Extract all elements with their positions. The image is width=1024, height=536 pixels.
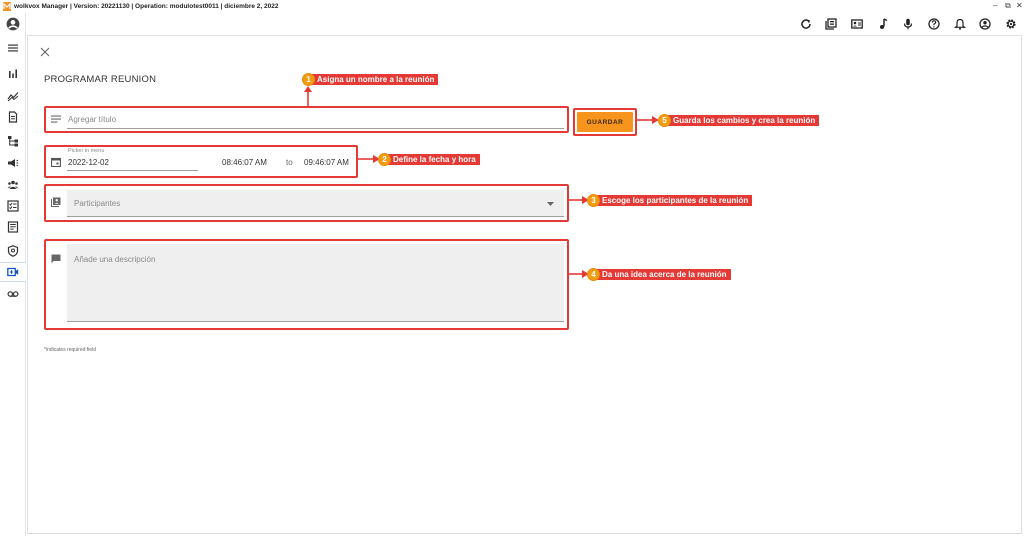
checklist-icon[interactable]	[6, 199, 20, 213]
user-avatar-icon[interactable]	[6, 17, 20, 31]
callout-5: 5 Guarda los cambios y crea la reunión	[658, 114, 820, 127]
microphone-icon[interactable]	[901, 17, 915, 31]
close-window-button[interactable]: ✕	[1016, 1, 1023, 10]
picker-label: Picker in menu	[68, 148, 105, 154]
callout-5-number: 5	[658, 114, 671, 127]
contacts-book-icon	[51, 197, 61, 207]
title-bar: wolkvox Manager | Version: 20221130 | Op…	[0, 0, 1024, 13]
description-placeholder: Añade una descripción	[74, 255, 156, 264]
app-logo-icon	[3, 2, 11, 11]
calendar-icon[interactable]	[51, 157, 61, 167]
settings-icon[interactable]	[1004, 17, 1018, 31]
callout-arrow-1	[304, 86, 312, 108]
bar-chart-icon[interactable]	[6, 67, 20, 81]
participants-select[interactable]	[67, 190, 564, 217]
page-title: PROGRAMAR REUNION	[44, 74, 157, 85]
annotation-box-title	[44, 106, 569, 133]
help-icon[interactable]	[927, 17, 941, 31]
library-icon[interactable]	[824, 17, 838, 31]
refresh-icon[interactable]	[799, 17, 813, 31]
date-input[interactable]: 2022-12-02	[68, 158, 109, 167]
annotation-box-participants	[44, 184, 569, 222]
music-note-icon[interactable]	[876, 17, 890, 31]
date-input-underline	[67, 170, 198, 171]
save-button[interactable]: GUARDAR	[577, 112, 633, 132]
description-underline	[67, 321, 564, 322]
shield-icon[interactable]	[6, 244, 20, 258]
bell-icon[interactable]	[953, 17, 967, 31]
hierarchy-icon[interactable]	[6, 134, 20, 148]
video-call-icon[interactable]	[6, 265, 20, 279]
callout-arrow-5	[637, 116, 659, 124]
callout-2-label: Define la fecha y hora	[387, 154, 480, 165]
report-icon[interactable]	[6, 220, 20, 234]
callout-2-number: 2	[378, 153, 391, 166]
callout-1: 1 Asigna un nombre a la reunión	[302, 73, 439, 86]
subject-lines-icon	[51, 115, 61, 123]
close-icon[interactable]	[39, 46, 51, 58]
chevron-down-icon[interactable]	[547, 202, 554, 206]
callout-3: 3 Escoge los participantes de la reunión	[587, 194, 753, 207]
callout-arrow-4	[569, 270, 589, 278]
menu-icon[interactable]	[6, 41, 20, 55]
title-input-underline	[67, 128, 564, 129]
group-icon[interactable]	[6, 178, 20, 192]
comment-icon	[51, 254, 61, 264]
callout-1-label: Asigna un nombre a la reunión	[311, 74, 439, 85]
time-to-input[interactable]: 09:46:07 AM	[304, 158, 349, 167]
required-note: *indicates required field	[44, 347, 96, 353]
callout-3-number: 3	[587, 194, 600, 207]
title-input[interactable]: Agregar título	[68, 115, 117, 124]
callout-1-number: 1	[302, 73, 315, 86]
annotation-box-description	[44, 239, 569, 330]
annotation-box-save	[573, 108, 637, 136]
annotation-box-datetime	[44, 145, 358, 178]
callout-arrow-3	[569, 196, 589, 204]
to-label: to	[286, 158, 293, 167]
document-icon[interactable]	[6, 110, 20, 124]
trend-icon[interactable]	[6, 89, 20, 103]
callout-4-number: 4	[587, 268, 600, 281]
campaign-icon[interactable]	[6, 156, 20, 170]
description-textarea[interactable]	[67, 244, 564, 322]
top-toolbar	[0, 13, 1024, 35]
callout-2: 2 Define la fecha y hora	[378, 153, 480, 166]
voicemail-icon[interactable]	[6, 287, 20, 301]
account-icon[interactable]	[978, 17, 992, 31]
restore-button[interactable]: ⧉	[1005, 1, 1011, 10]
callout-5-label: Guarda los cambios y crea la reunión	[667, 115, 820, 126]
callout-4-label: Da una idea acerca de la reunión	[596, 269, 731, 280]
contact-card-icon[interactable]	[850, 17, 864, 31]
window-title: wolkvox Manager | Version: 20221130 | Op…	[14, 3, 279, 10]
time-from-input[interactable]: 08:46:07 AM	[222, 158, 267, 167]
participants-underline	[67, 216, 564, 217]
callout-3-label: Escoge los participantes de la reunión	[596, 195, 753, 206]
callout-arrow-2	[358, 155, 380, 163]
callout-4: 4 Da una idea acerca de la reunión	[587, 268, 731, 281]
participants-placeholder: Participantes	[74, 199, 121, 208]
minimize-button[interactable]: –	[993, 1, 998, 10]
